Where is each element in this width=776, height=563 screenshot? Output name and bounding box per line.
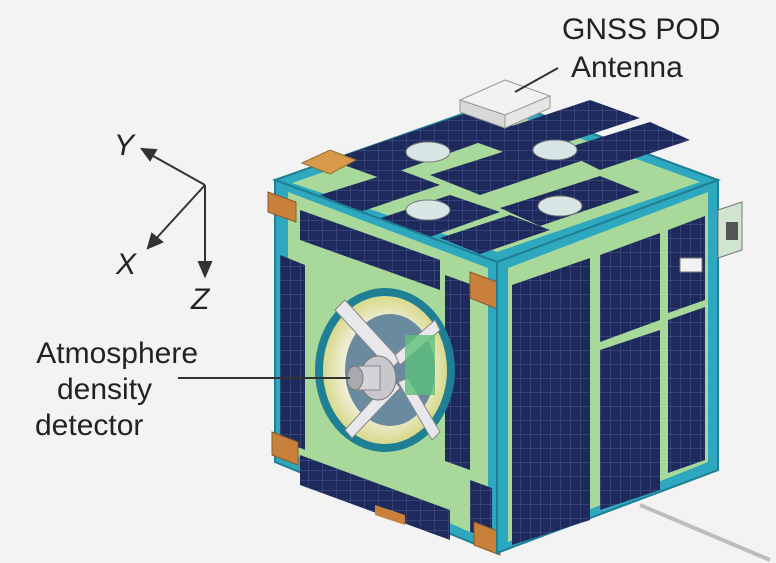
atmosphere-density-detector xyxy=(346,355,397,401)
gnss-pod-antenna xyxy=(458,79,552,129)
axis-label-z: Z xyxy=(191,283,210,316)
gnss-leader-line xyxy=(514,67,559,93)
top-corner-bracket xyxy=(300,149,358,175)
antenna-rod xyxy=(639,503,771,562)
axis-label-x: X xyxy=(116,248,137,281)
top-face xyxy=(272,98,721,264)
right-face xyxy=(496,178,743,555)
coordinate-axes xyxy=(139,147,213,279)
axis-label-y: Y xyxy=(114,129,135,162)
atmo-label-line2: density xyxy=(57,373,153,406)
front-face xyxy=(267,178,501,556)
atmo-label-line1: Atmosphere xyxy=(36,337,198,370)
gnss-label-line2: Antenna xyxy=(571,51,683,84)
atmo-label-line3: detector xyxy=(35,409,144,442)
gnss-label-line1: GNSS POD xyxy=(562,13,721,46)
